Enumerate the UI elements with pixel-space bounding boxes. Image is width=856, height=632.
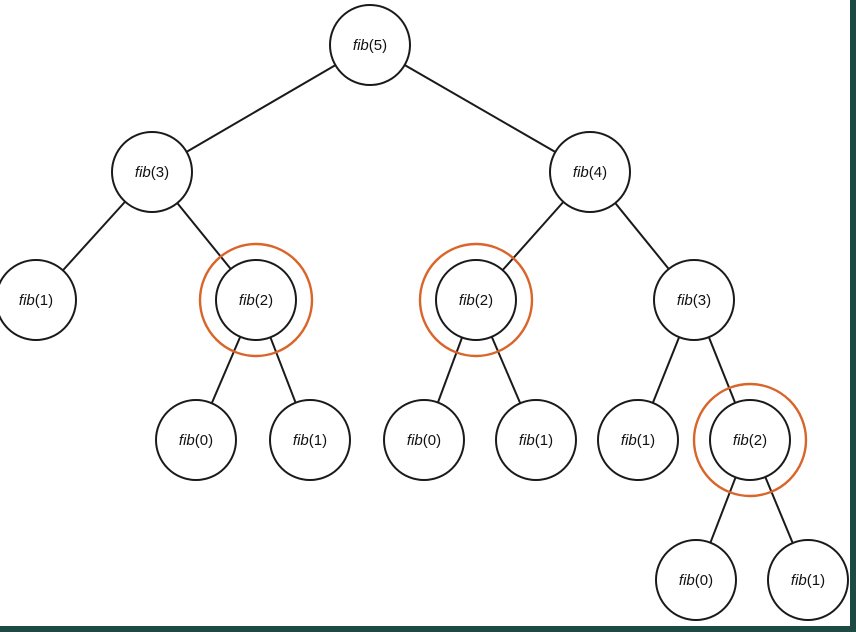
node-label: fib(0) [407,432,441,449]
node-label: fib(0) [679,572,713,589]
node-function-name: fib [677,292,693,309]
node-label: fib(5) [353,37,387,54]
node-argument: (3) [693,292,711,309]
node-function-name: fib [573,164,589,181]
node-label: fib(1) [791,572,825,589]
edge-n3b-n2c [707,336,737,404]
node-label: fib(1) [19,292,53,309]
node-label: fib(3) [677,292,711,309]
node-function-name: fib [19,292,35,309]
edge-n2b-n1c [490,336,522,404]
tree-node: fib(2) [692,382,808,498]
edge-n2b-n0b [436,337,464,403]
node-label: fib(1) [621,432,655,449]
node-argument: (5) [369,37,387,54]
tree-node: fib(0) [383,399,465,481]
node-argument: (1) [535,432,553,449]
node-argument: (0) [195,432,213,449]
node-function-name: fib [353,37,369,54]
node-circle [597,399,679,481]
node-circle [655,539,737,621]
edge-n3a-n1a [62,200,126,272]
node-label: fib(1) [519,432,553,449]
node-circle [329,4,411,86]
edge-n2a-n1b [269,336,297,404]
node-argument: (1) [35,292,53,309]
node-argument: (2) [255,292,273,309]
node-circle [435,259,517,341]
tree-node: fib(0) [655,539,737,621]
tree-node: fib(4) [549,131,631,213]
edge-n3a-n2a [176,202,232,270]
node-circle [709,399,791,481]
tree-node: fib(0) [155,399,237,481]
node-circle [653,259,735,341]
node-function-name: fib [407,432,423,449]
edge-n3b-n1d [651,336,681,404]
tree-node: fib(2) [198,242,314,358]
node-label: fib(4) [573,164,607,181]
node-circle [269,399,351,481]
node-circle [383,399,465,481]
node-circle [0,259,77,341]
node-function-name: fib [733,432,749,449]
edge-n2c-n1e [764,476,794,544]
node-circle [215,259,297,341]
nodes-layer: fib(5)fib(3)fib(4)fib(1)fib(2)fib(2)fib(… [0,4,849,621]
edge-n2c-n0c [709,476,737,544]
node-function-name: fib [679,572,695,589]
node-circle [495,399,577,481]
node-label: fib(1) [293,432,327,449]
tree-node: fib(3) [653,259,735,341]
edge-n5-n4 [404,64,556,153]
node-circle [767,539,849,621]
tree-node: fib(1) [0,259,77,341]
tree-node: fib(1) [767,539,849,621]
node-argument: (0) [423,432,441,449]
edge-n4-n3b [614,202,670,270]
node-label: fib(2) [459,292,493,309]
edges-layer [62,64,794,544]
node-circle [111,131,193,213]
node-argument: (3) [151,164,169,181]
highlight-ring [692,382,808,498]
highlight-ring [418,242,534,358]
node-function-name: fib [179,432,195,449]
node-function-name: fib [519,432,535,449]
node-argument: (0) [695,572,713,589]
node-argument: (2) [475,292,493,309]
node-function-name: fib [621,432,637,449]
edge-n5-n3a [186,64,336,153]
node-function-name: fib [135,164,151,181]
tree-node: fib(2) [418,242,534,358]
node-circle [549,131,631,213]
tree-node: fib(3) [111,131,193,213]
node-function-name: fib [293,432,309,449]
node-argument: (1) [637,432,655,449]
tree-node: fib(1) [597,399,679,481]
tree-node: fib(1) [495,399,577,481]
node-argument: (2) [749,432,767,449]
node-argument: (1) [807,572,825,589]
node-argument: (1) [309,432,327,449]
tree-node: fib(5) [329,4,411,86]
node-label: fib(2) [733,432,767,449]
node-function-name: fib [791,572,807,589]
edge-n2a-n0a [210,336,242,404]
node-function-name: fib [239,292,255,309]
node-function-name: fib [459,292,475,309]
tree-node: fib(1) [269,399,351,481]
highlight-ring [198,242,314,358]
node-circle [155,399,237,481]
node-label: fib(2) [239,292,273,309]
node-argument: (4) [589,164,607,181]
node-label: fib(0) [179,432,213,449]
node-label: fib(3) [135,164,169,181]
